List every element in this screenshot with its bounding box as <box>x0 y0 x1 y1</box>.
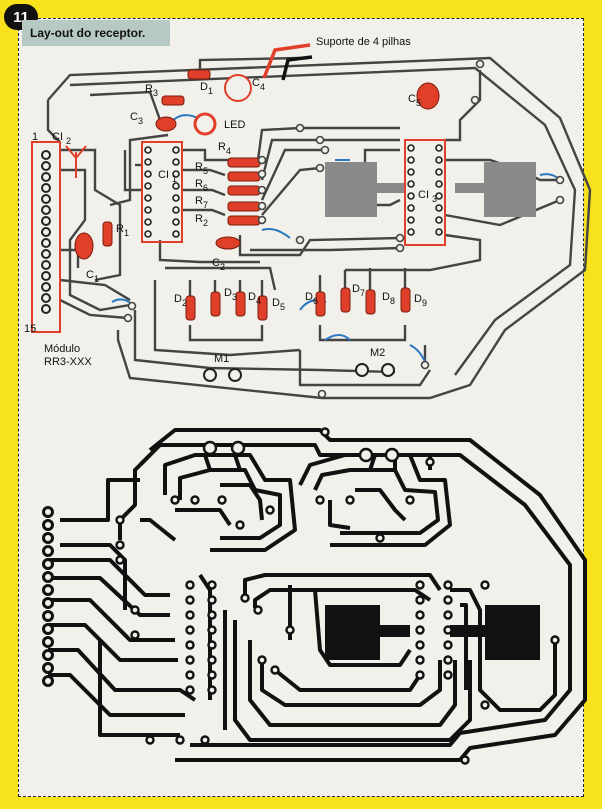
copper-trace-layout <box>48 428 587 762</box>
figure-frame <box>18 18 584 797</box>
d2-sub: 2 <box>182 298 187 308</box>
c2-label: C <box>212 257 220 269</box>
r6-label: R <box>195 178 203 190</box>
r3-sub: 3 <box>153 88 158 98</box>
ci3-label: CI <box>418 189 429 201</box>
d1-sub: 1 <box>208 86 213 96</box>
r5-label: R <box>195 161 203 173</box>
ci1-label: CI <box>158 169 169 181</box>
c1-label: C <box>86 269 94 281</box>
ci2-label: CI <box>52 131 63 143</box>
r7-label: R <box>195 195 203 207</box>
d4-sub: 4 <box>256 296 261 306</box>
c2-sub: 2 <box>220 262 225 272</box>
chip-pads-bottom <box>185 580 453 695</box>
module-pads-bottom <box>42 506 54 687</box>
capacitors <box>74 74 440 260</box>
c3-sub: 3 <box>138 116 143 126</box>
ci3-chip <box>404 139 446 246</box>
led-label: LED <box>224 119 245 131</box>
d5-label: D <box>272 297 280 309</box>
antenna-icon <box>65 145 87 178</box>
r1-label: R <box>116 223 124 235</box>
d3-label: D <box>224 287 232 299</box>
m1-label: M1 <box>214 353 229 365</box>
c4-label: C <box>252 77 260 89</box>
module-label-line1: Módulo <box>44 343 80 355</box>
r6-sub: 6 <box>203 183 208 193</box>
battery-label: Suporte de 4 pilhas <box>316 36 411 48</box>
d4-label: D <box>248 291 256 303</box>
c5-sub: 5 <box>416 98 421 108</box>
resistors <box>102 69 261 247</box>
r1-sub: 1 <box>124 228 129 238</box>
m2-label: M2 <box>370 347 385 359</box>
misc-pads-bottom <box>115 427 560 765</box>
module-label-line2: RR3-XXX <box>44 356 92 368</box>
r2-label: R <box>195 213 203 225</box>
d9-label: D <box>414 293 422 305</box>
via-pads <box>123 59 565 399</box>
c3-label: C <box>130 111 138 123</box>
d7-label: D <box>352 283 360 295</box>
c5-label: C <box>408 93 416 105</box>
d7-sub: 7 <box>360 288 365 298</box>
d6-label: D <box>305 291 313 303</box>
r4-label: R <box>218 141 226 153</box>
component-layout <box>46 56 592 400</box>
diodes <box>185 287 411 321</box>
d3-sub: 3 <box>232 292 237 302</box>
d8-sub: 8 <box>390 296 395 306</box>
led-icon <box>193 112 217 136</box>
c4-sub: 4 <box>260 82 265 92</box>
ci1-chip <box>141 141 183 243</box>
ci1-sub: 1 <box>172 174 177 184</box>
motor-pads <box>203 363 395 382</box>
d6-sub: 6 <box>313 296 318 306</box>
pin1-label: 1 <box>32 131 38 143</box>
ci2-sub: 2 <box>66 136 71 146</box>
r7-sub: 7 <box>203 200 208 210</box>
d5-sub: 5 <box>280 302 285 312</box>
r4-sub: 4 <box>226 146 231 156</box>
r2-sub: 2 <box>203 218 208 228</box>
r3-label: R <box>145 83 153 95</box>
r5-sub: 5 <box>203 166 208 176</box>
pin15-label: 15 <box>24 323 36 335</box>
battery-wires <box>262 43 313 81</box>
c1-sub: 1 <box>94 274 99 284</box>
figure-title: Lay-out do receptor. <box>22 20 170 46</box>
copper-blocks <box>325 605 540 660</box>
d1-label: D <box>200 81 208 93</box>
d9-sub: 9 <box>422 298 427 308</box>
ci3-sub: 3 <box>432 194 437 204</box>
module-rr3 <box>31 141 87 333</box>
copper-pads-top <box>325 162 536 217</box>
d2-label: D <box>174 293 182 305</box>
d8-label: D <box>382 291 390 303</box>
